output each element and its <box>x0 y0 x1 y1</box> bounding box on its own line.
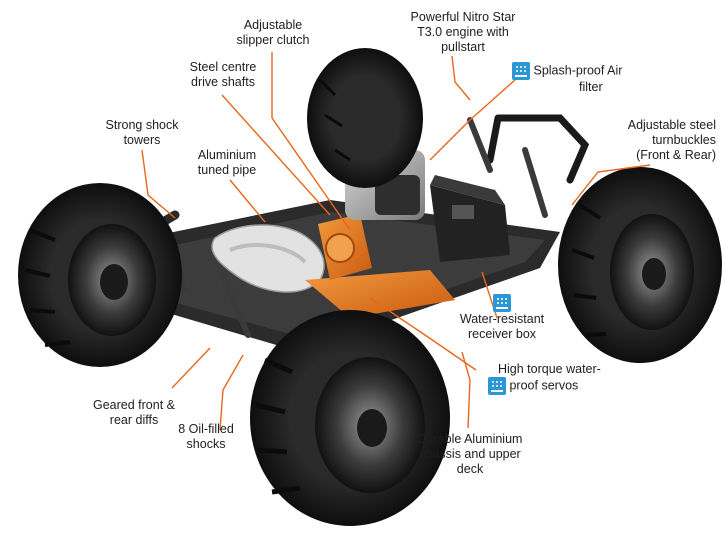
callout-receiver-box: Water-resistant receiver box <box>452 294 552 342</box>
water-resistant-icon <box>488 377 506 395</box>
callout-shock-towers: Strong shock towers <box>105 118 179 147</box>
receiver-box <box>430 175 510 262</box>
callout-drive-shafts: Steel centre drive shafts <box>189 60 257 89</box>
water-resistant-icon <box>493 294 511 312</box>
wheel-front-left <box>18 183 182 367</box>
water-resistant-icon <box>512 62 530 80</box>
wheel-rear-right <box>558 167 722 363</box>
tuned-pipe <box>211 224 325 293</box>
callout-tuned-pipe: Aluminium tuned pipe <box>197 148 257 177</box>
callout-servos: High torque water- proof servos <box>484 362 608 395</box>
callout-turnbuckles: Adjustable steel turnbuckles (Front & Re… <box>627 118 716 162</box>
roll-cage <box>486 114 590 184</box>
callout-chassis: Durable Aluminium chassis and upper deck <box>417 432 523 476</box>
callout-slipper-clutch: Adjustable slipper clutch <box>236 18 310 47</box>
wheel-rear-left <box>307 48 423 188</box>
callout-engine: Powerful Nitro Star T3.0 engine with pul… <box>410 10 516 54</box>
callout-diffs: Geared front & rear diffs <box>93 398 175 427</box>
callout-air-filter: Splash-proof Air filter <box>512 62 642 95</box>
leader-lines <box>141 52 651 431</box>
wheel-front-right <box>250 310 450 526</box>
callout-shocks: 8 Oil-filled shocks <box>178 422 234 451</box>
upper-deck <box>305 214 455 318</box>
